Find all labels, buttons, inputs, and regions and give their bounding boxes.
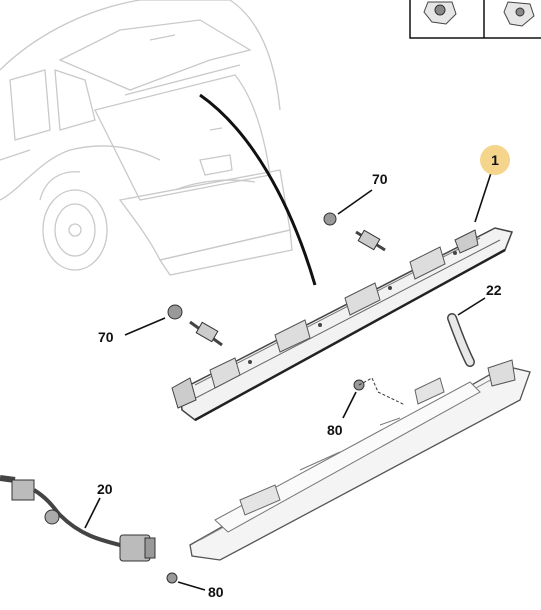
screw-80-lower [166,572,178,584]
location-leader-line [199,93,317,286]
lamp-lens-unit [189,359,531,561]
vehicle-rear-view [0,0,293,276]
callout-1: 1 [480,145,510,175]
inset-fastener-box [409,0,541,39]
callout-80-lower: 80 [208,584,224,600]
lamp-bracket-part-1 [171,227,514,422]
inset-nut-left [423,1,457,25]
wiring-harness-part-20 [0,475,156,562]
callout-70-lower: 70 [98,329,114,345]
callout-80-upper: 80 [327,422,343,438]
screw-80-upper [353,377,406,406]
hose-part-22 [447,313,475,367]
stud-70-lower [167,304,223,347]
callout-70-upper: 70 [372,171,388,187]
callout-22: 22 [486,282,502,298]
callout-leaders [84,169,493,591]
stud-70-upper [323,212,386,252]
callout-20: 20 [97,481,113,497]
inset-nut-right [503,1,535,27]
